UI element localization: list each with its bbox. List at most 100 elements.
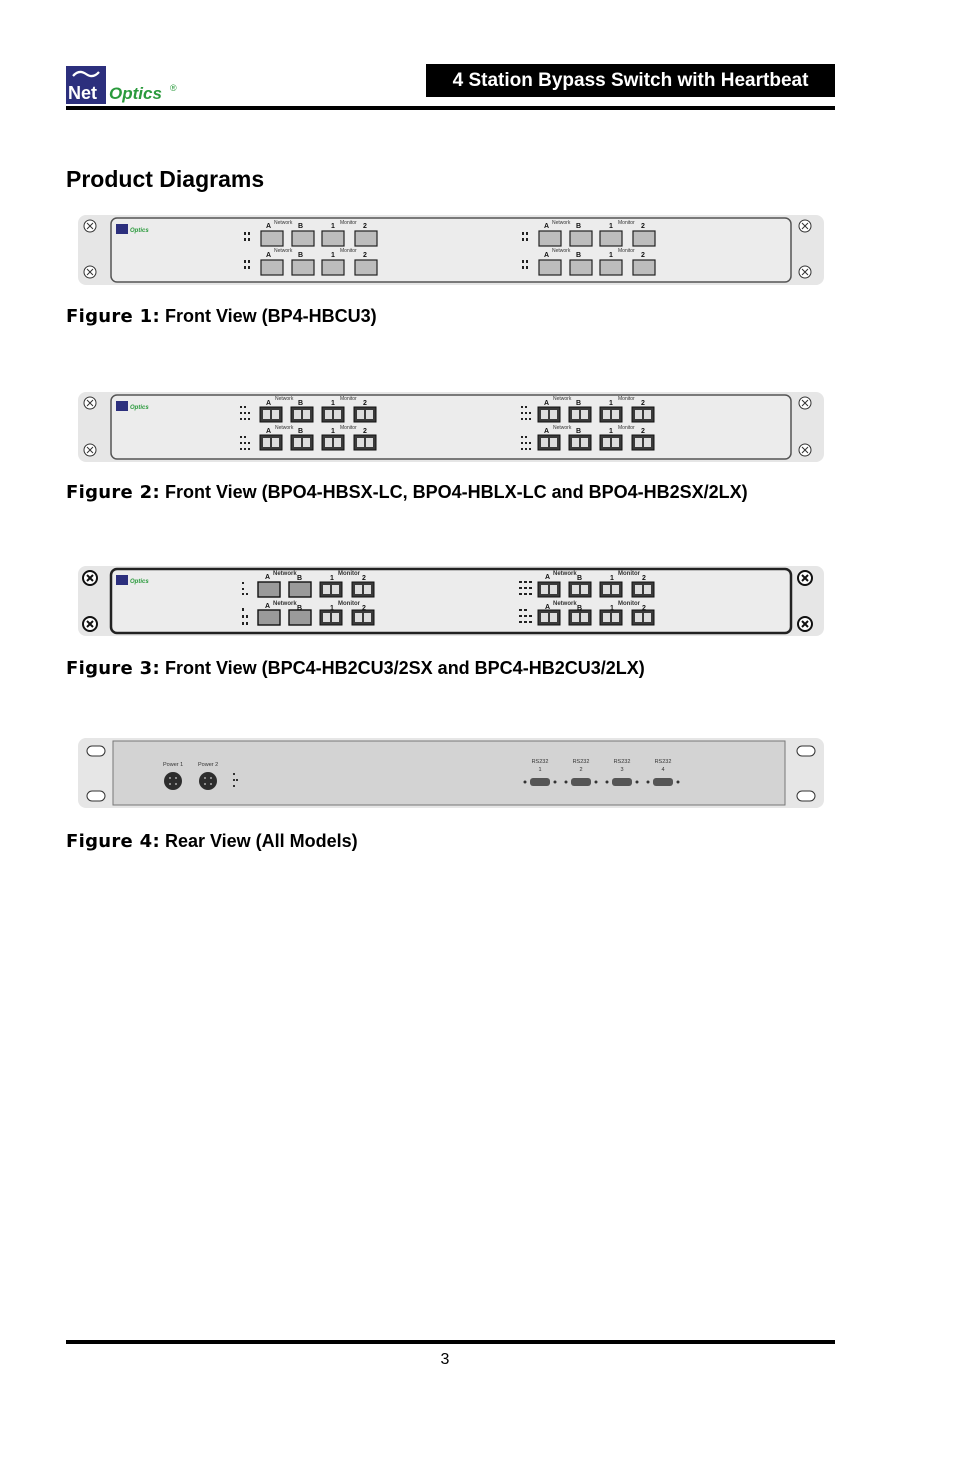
rack-screw-icon (798, 396, 812, 410)
port-2-label: 2 (363, 252, 367, 259)
rack-screw-icon (798, 219, 812, 233)
figure-2-caption: Figure 2: Front View (BPO4-HBSX-LC, BPO4… (66, 482, 748, 503)
page-number: 3 (440, 1351, 450, 1368)
port-a-label: A (544, 400, 549, 407)
network-label: Network (553, 425, 572, 431)
rs232-port-number: 4 (661, 767, 664, 773)
port-1-label: 1 (610, 605, 614, 612)
document-title: 4 Station Bypass Switch with Heartbeat (426, 64, 835, 97)
network-label: Network (273, 571, 297, 577)
figure-4-label: Figure 4: (66, 831, 160, 852)
rs232-label: RS232 (655, 759, 672, 765)
rs232-connector-icon (564, 778, 598, 786)
rs232-label: RS232 (573, 759, 590, 765)
rs232-label: RS232 (614, 759, 631, 765)
monitor-label: Monitor (340, 220, 357, 226)
rack-screw-icon (83, 396, 97, 410)
ground-symbol-icon (233, 773, 238, 787)
port-b-label: B (298, 400, 303, 407)
port-a-label: A (544, 223, 549, 230)
net-optics-logo: Net Optics ® (66, 66, 177, 106)
power-connector-icon (164, 772, 182, 790)
port-1-label: 1 (331, 428, 335, 435)
port-a-label: A (266, 252, 271, 259)
rs232-connector-icon (523, 778, 557, 786)
rs232-port-number: 2 (579, 767, 582, 773)
rack-screw-icon (797, 616, 813, 632)
monitor-label: Monitor (618, 601, 641, 607)
logo-wave-icon (72, 70, 100, 78)
port-2-label: 2 (362, 605, 366, 612)
rs232-port-number: 1 (538, 767, 541, 773)
port-b-label: B (576, 428, 581, 435)
port-2-label: 2 (362, 575, 366, 582)
monitor-label: Monitor (618, 220, 635, 226)
rack-slot-icon (796, 790, 816, 802)
port-a-label: A (266, 223, 271, 230)
header-rule (66, 106, 835, 110)
network-label: Network (553, 601, 577, 607)
network-label: Network (275, 396, 294, 402)
network-label: Network (274, 248, 293, 254)
figure-2-text: Front View (BPO4-HBSX-LC, BPO4-HBLX-LC a… (159, 482, 748, 502)
figure-3-caption: Figure 3: Front View (BPC4-HB2CU3/2SX an… (66, 658, 645, 679)
port-b-label: B (576, 252, 581, 259)
figure-3-label: Figure 3: (66, 658, 160, 679)
rack-screw-icon (83, 443, 97, 457)
port-b-label: B (576, 400, 581, 407)
port-2-label: 2 (363, 428, 367, 435)
port-a-label: A (265, 603, 270, 610)
network-label: Network (273, 601, 297, 607)
device-logo-icon (116, 575, 128, 585)
page-heading: Product Diagrams (66, 166, 265, 192)
rack-slot-icon (796, 745, 816, 757)
rack-screw-icon (83, 219, 97, 233)
front-panel-3-drawing: Optics Network Monitor Network Monitor N… (82, 567, 813, 635)
network-label: Network (553, 396, 572, 402)
front-panel-2-drawing: Optics Network Monitor Network Monitor N… (83, 394, 812, 460)
port-1-label: 1 (331, 252, 335, 259)
port-1-label: 1 (610, 575, 614, 582)
port-b-label: B (297, 605, 302, 612)
port-a-label: A (545, 574, 550, 581)
logo-registered-mark: ® (170, 83, 177, 93)
port-2-label: 2 (363, 223, 367, 230)
monitor-label: Monitor (618, 571, 641, 577)
front-panel-1-drawing: Optics Network Monitor Network Monitor N… (83, 217, 812, 283)
power-connector-icon (199, 772, 217, 790)
rack-screw-icon (82, 570, 98, 586)
footer-rule (66, 1340, 835, 1344)
monitor-label: Monitor (338, 571, 361, 577)
port-1-label: 1 (331, 400, 335, 407)
rack-slot-icon (86, 745, 106, 757)
rs232-connector-icon (605, 778, 639, 786)
port-2-label: 2 (642, 605, 646, 612)
port-1-label: 1 (330, 605, 334, 612)
front-panel-bpc4: Optics Network Monitor Network Monitor N… (78, 566, 824, 636)
device-logo-text: Optics (130, 579, 149, 585)
device-logo-text: Optics (130, 228, 149, 234)
port-a-label: A (544, 428, 549, 435)
port-b-label: B (577, 575, 582, 582)
port-2-label: 2 (641, 400, 645, 407)
port-b-label: B (577, 605, 582, 612)
power-1-label: Power 1 (163, 762, 183, 768)
monitor-label: Monitor (618, 425, 635, 431)
port-2-label: 2 (363, 400, 367, 407)
network-label: Network (552, 248, 571, 254)
rack-screw-icon (798, 443, 812, 457)
rack-screw-icon (798, 265, 812, 279)
monitor-label: Monitor (340, 396, 357, 402)
figure-1-caption: Figure 1: Front View (BP4-HBCU3) (66, 306, 377, 327)
port-a-label: A (544, 252, 549, 259)
port-1-label: 1 (609, 252, 613, 259)
front-panel-bpo4: Optics Network Monitor Network Monitor N… (78, 392, 824, 462)
network-label: Network (552, 220, 571, 226)
power-2-label: Power 2 (198, 762, 218, 768)
port-a-label: A (266, 428, 271, 435)
monitor-label: Monitor (618, 248, 635, 254)
network-label: Network (275, 425, 294, 431)
port-1-label: 1 (609, 400, 613, 407)
